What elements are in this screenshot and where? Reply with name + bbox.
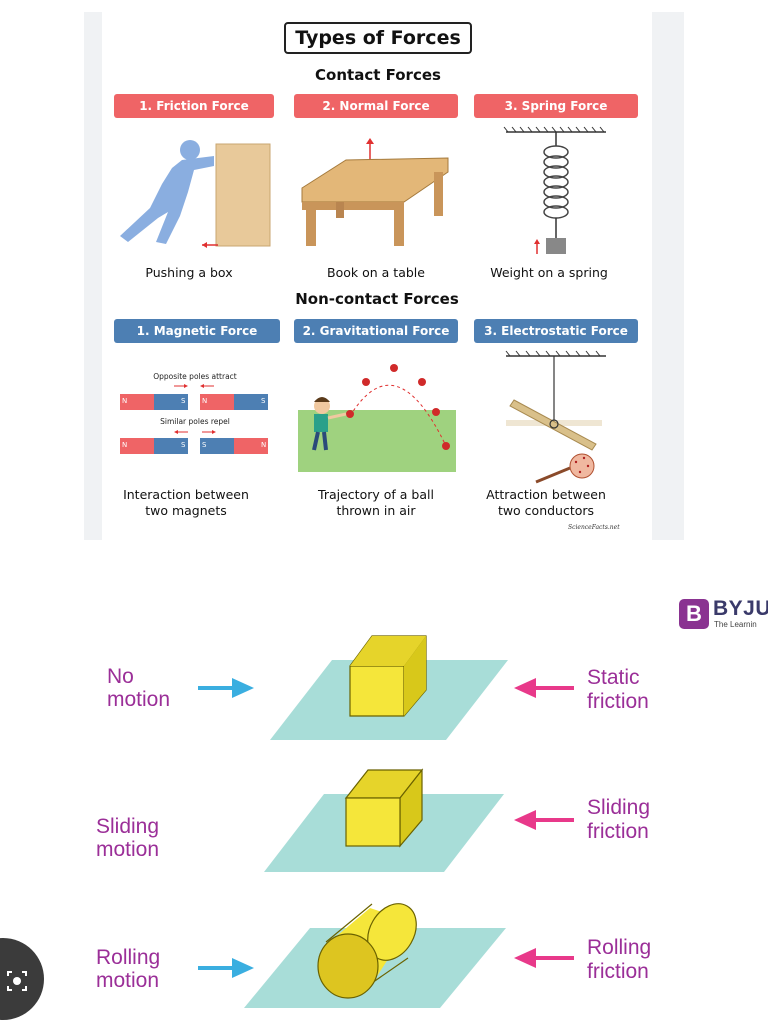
contact-forces-heading: Contact Forces [315, 66, 441, 84]
motion-arrow-icon-1 [198, 678, 254, 698]
normal-force-label: 2. Normal Force [294, 94, 458, 118]
magnet-icon [120, 384, 268, 454]
sliding-motion-label-1: Sliding [96, 815, 160, 838]
panel-margin-left [84, 12, 102, 540]
magnetic-caption-line2: two magnets [145, 503, 227, 518]
magnet-repel-text: Similar poles repel [160, 417, 230, 426]
normal-caption: Book on a table [327, 265, 425, 280]
electrostatic-caption-line2: two conductors [497, 503, 595, 518]
gravity-caption-line2: thrown in air [336, 503, 416, 518]
magnet-attract-text: Opposite poles attract [153, 372, 237, 381]
magnetic-caption-line1: Interaction between [123, 487, 249, 502]
no-motion-label-2: motion [107, 688, 171, 711]
friction-arrow-icon-3 [514, 948, 574, 968]
person-pushing-icon [120, 140, 271, 248]
friction-caption: Pushing a box [145, 265, 233, 280]
static-friction-label-2: friction [587, 690, 649, 713]
friction-arrow-icon-2 [514, 810, 574, 830]
motion-arrow-icon-3 [198, 958, 254, 978]
electrostatic-icon [505, 350, 606, 484]
sliding-motion-label-2: motion [96, 838, 160, 861]
table-icon [301, 138, 449, 246]
noncontact-forces-heading: Non-contact Forces [295, 290, 459, 308]
magnetic-force-label: 1. Magnetic Force [114, 319, 280, 343]
spring-icon [503, 126, 606, 254]
static-friction-illustration [270, 635, 508, 740]
spring-force-label: 3. Spring Force [474, 94, 638, 118]
no-motion-label-1: No [107, 665, 134, 688]
pole-n-4: N [261, 441, 267, 449]
pole-s-4: S [202, 441, 207, 449]
byju-logo-icon: B [679, 599, 709, 629]
electrostatic-force-label: 3. Electrostatic Force [474, 319, 638, 343]
rolling-friction-label-1: Rolling [587, 936, 652, 959]
rolling-motion-label-2: motion [96, 969, 160, 992]
pole-n-2: N [202, 397, 208, 405]
rolling-motion-label-1: Rolling [96, 946, 161, 969]
pole-n-3: N [122, 441, 128, 449]
brand-name: BYJU [713, 597, 768, 620]
infographic-title: Types of Forces [284, 22, 472, 54]
friction-arrow-icon-1 [514, 678, 574, 698]
gravity-caption-line1: Trajectory of a ball [318, 487, 434, 502]
electrostatic-caption-line1: Attraction between [486, 487, 606, 502]
image-search-button[interactable] [0, 938, 44, 1020]
friction-force-label: 1. Friction Force [114, 94, 274, 118]
static-friction-label-1: Static [587, 666, 640, 689]
sliding-friction-label-1: Sliding [587, 796, 651, 819]
gravitational-force-label: 2. Gravitational Force [294, 319, 458, 343]
credit-logo: ScienceFacts.net [568, 524, 620, 531]
pole-s-2: S [261, 397, 266, 405]
brand-tagline: The Learnin [714, 620, 757, 629]
image-search-icon [7, 971, 27, 991]
pole-s-3: S [181, 441, 186, 449]
rolling-friction-label-2: friction [587, 960, 649, 983]
ball-trajectory-icon [298, 364, 456, 472]
pole-s-1: S [181, 397, 186, 405]
spring-caption: Weight on a spring [490, 265, 608, 280]
panel-margin-right [652, 12, 684, 540]
sliding-friction-illustration [264, 768, 504, 872]
rolling-friction-illustration [244, 903, 506, 1008]
pole-n-1: N [122, 397, 128, 405]
sliding-friction-label-2: friction [587, 820, 649, 843]
